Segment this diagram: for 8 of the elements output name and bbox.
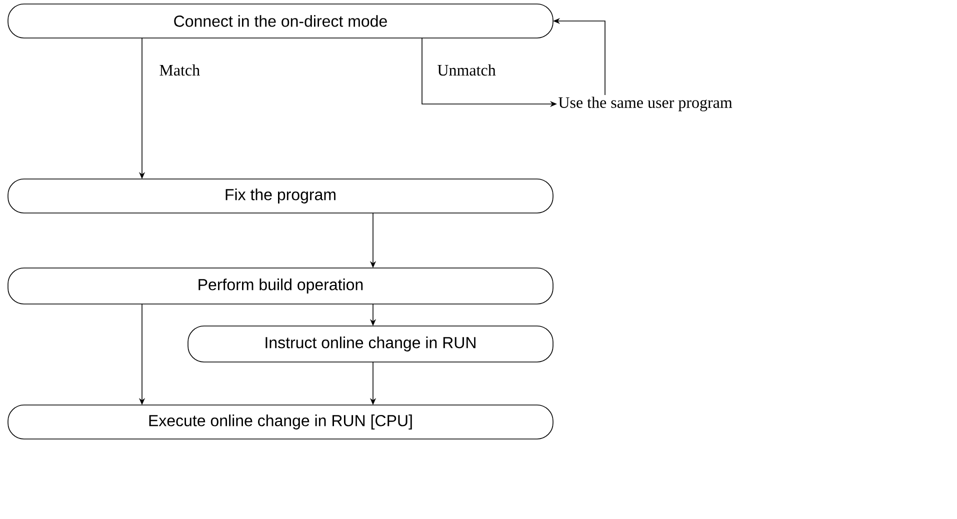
edge-label: Unmatch [436,63,497,77]
process-box: Connect in the on-direct mode [8,4,554,38]
process-box: Instruct online change in RUN [188,326,554,362]
edge-label: Match [158,63,202,77]
process-box: Perform build operation [8,268,554,304]
process-box: Fix the program [8,178,554,214]
note-text: Use the same user program [558,96,732,112]
process-box: Execute online change in RUN [CPU] [8,404,554,440]
